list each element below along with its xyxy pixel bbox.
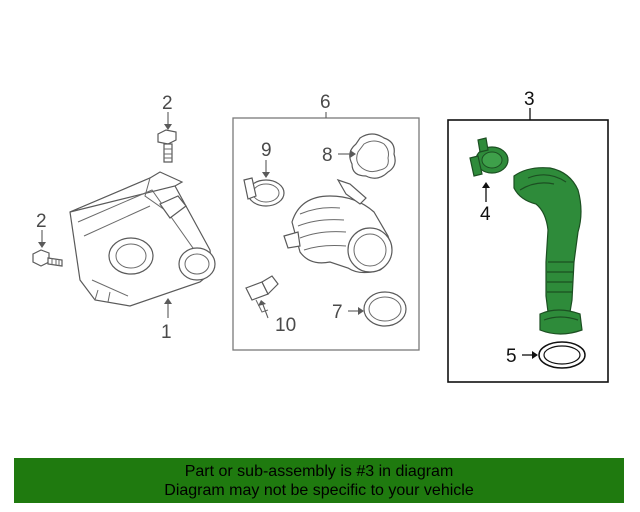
callout-2-top: 2 — [162, 93, 173, 114]
o-ring-part-7 — [363, 291, 407, 327]
intercooler-housing-part-1 — [69, 171, 216, 307]
bolt-part-2-top — [157, 129, 177, 163]
notice-banner: Part or sub-assembly is #3 in diagram Di… — [14, 458, 624, 503]
callout-1: 1 — [161, 322, 172, 343]
hose-clamp-part-9 — [243, 177, 285, 207]
o-ring-part-5 — [538, 341, 586, 369]
leader-lines — [38, 108, 538, 359]
callout-4: 4 — [480, 204, 491, 225]
callout-3: 3 — [524, 89, 535, 110]
callout-7: 7 — [332, 302, 343, 323]
bolt-part-2-left — [32, 249, 63, 267]
clamp-part-4[interactable] — [469, 137, 509, 177]
air-intake-elbow — [283, 178, 393, 274]
callout-5: 5 — [506, 346, 517, 367]
callout-8: 8 — [322, 145, 333, 166]
air-intake-hose-part-3[interactable] — [513, 167, 583, 335]
parts-diagram: 2 2 1 6 9 8 10 7 3 4 5 — [32, 89, 609, 383]
sub-assembly-box-3 — [447, 119, 609, 383]
callout-10: 10 — [275, 315, 296, 336]
callout-9: 9 — [261, 140, 272, 161]
sensor-part-10 — [245, 275, 279, 313]
callout-2-left: 2 — [36, 211, 47, 232]
gasket-part-8 — [349, 133, 396, 179]
callout-6: 6 — [320, 92, 331, 113]
banner-line-1: Part or sub-assembly is #3 in diagram — [184, 462, 454, 480]
banner-line-2: Diagram may not be specific to your vehi… — [164, 481, 474, 499]
